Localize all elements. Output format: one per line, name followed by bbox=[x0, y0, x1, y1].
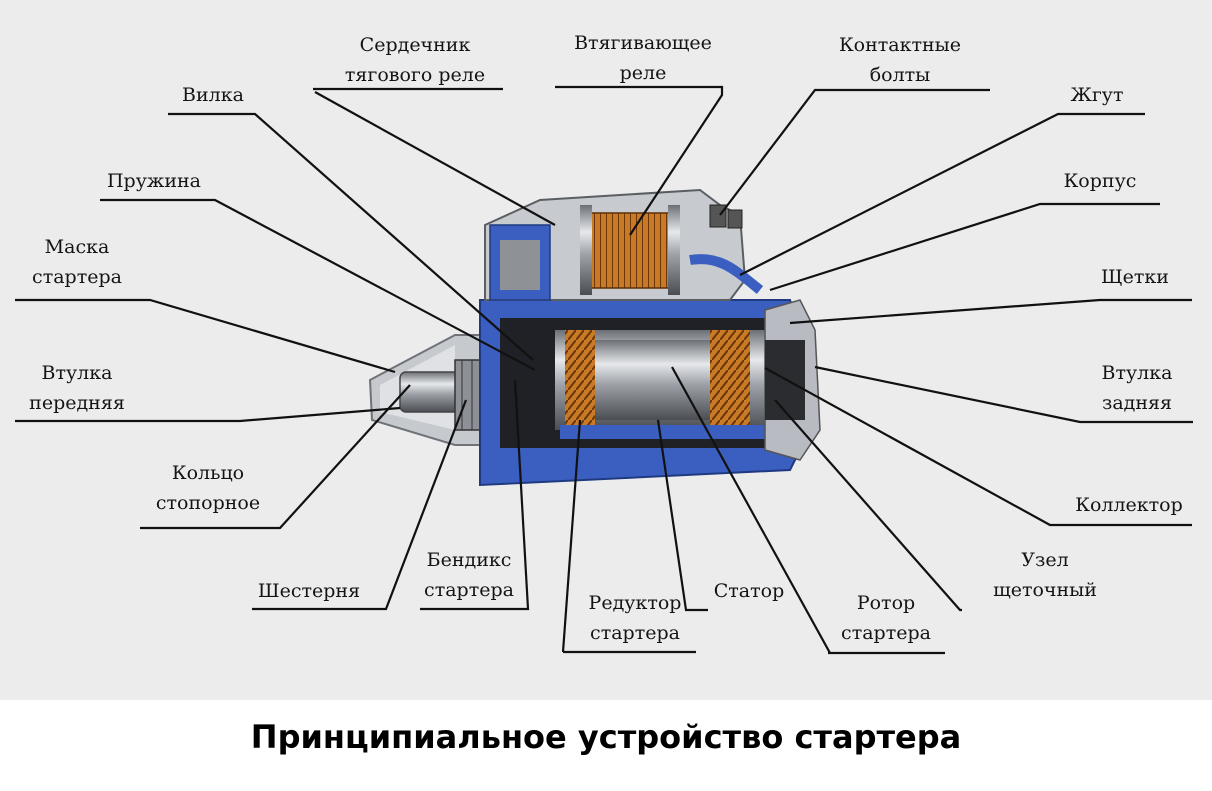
rear-cap bbox=[764, 299, 821, 461]
starter-illustration bbox=[15, 85, 1193, 655]
label-commutator: Коллектор bbox=[1075, 494, 1183, 516]
label-spring: Пружина bbox=[106, 170, 202, 192]
label-harness: Жгут bbox=[1070, 84, 1124, 106]
label-pinion: Шестерня bbox=[257, 580, 361, 602]
solenoid bbox=[484, 188, 764, 301]
label-housing: Корпус bbox=[1063, 170, 1137, 192]
diagram-caption: Принципиальное устройство стартера bbox=[250, 718, 962, 756]
stator-band bbox=[560, 425, 780, 439]
label-fork: Вилка bbox=[182, 84, 244, 106]
label-stator: Статор bbox=[713, 580, 785, 602]
label-brushes: Щетки bbox=[1101, 266, 1169, 288]
rotor-armature bbox=[555, 330, 765, 430]
leader-lines bbox=[15, 85, 1193, 655]
